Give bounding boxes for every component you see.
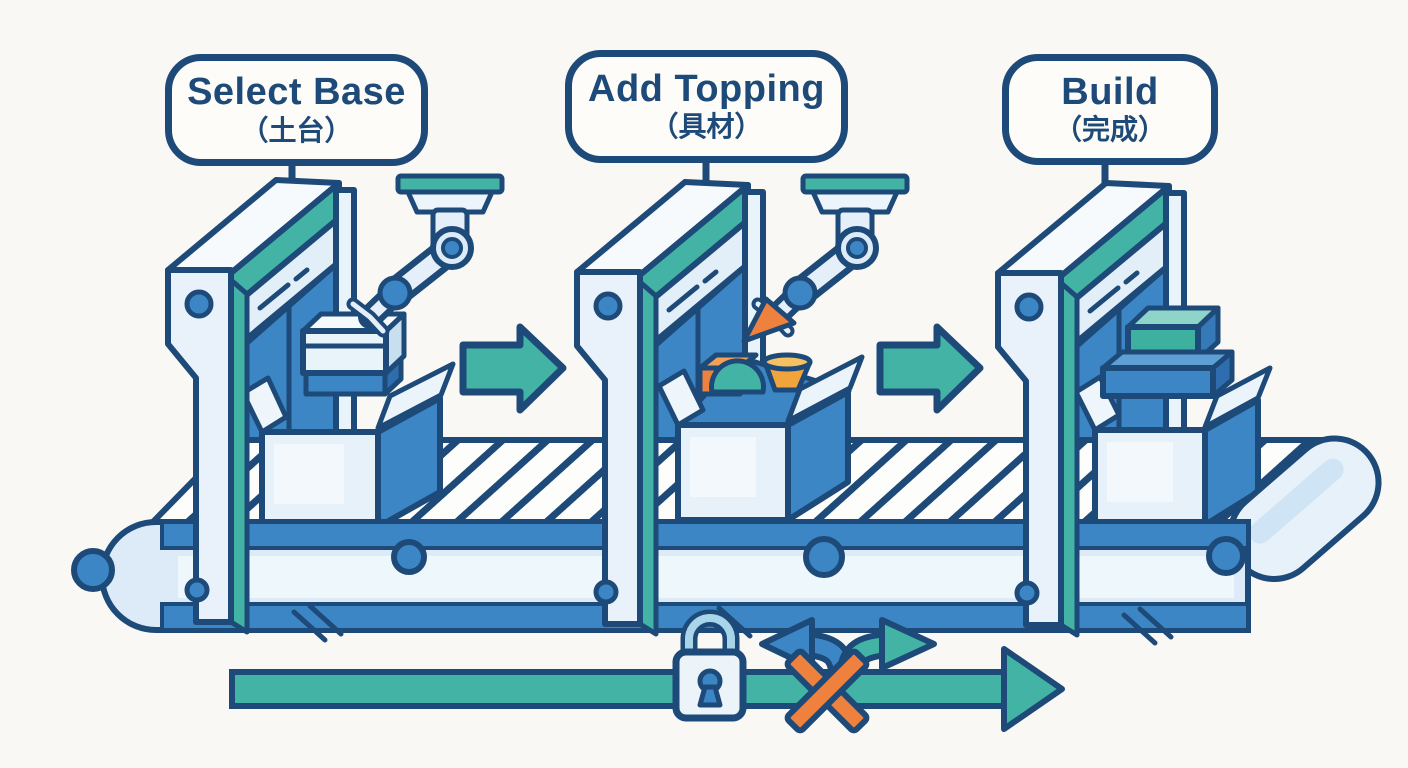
- station-label: Add Topping: [588, 67, 825, 110]
- right-arrow-icon: [876, 323, 984, 414]
- belt-roller: [1206, 536, 1246, 576]
- robot-arm-1: [346, 173, 505, 338]
- station-label: Select Base: [187, 71, 406, 114]
- belt-roller: [803, 536, 845, 578]
- robot-arm-2: [751, 173, 910, 338]
- label-bubble-add-topping: Add Topping （具材）: [565, 50, 848, 163]
- gantry-column-1: [165, 267, 344, 643]
- belt-roller: [71, 548, 115, 592]
- finished-mid-slab: [1100, 349, 1235, 399]
- box-stack-finished: [1073, 305, 1273, 528]
- gantry-column-2: [574, 269, 753, 645]
- station-sublabel: （完成）: [1053, 114, 1166, 146]
- robot-arms: [346, 173, 910, 344]
- topping-dome: [709, 358, 766, 395]
- gantry-column-3: [995, 270, 1174, 646]
- topping-cone: [741, 296, 797, 344]
- belt-roller: [391, 539, 427, 575]
- flow-rule: [229, 609, 1065, 734]
- box-stack-base: [240, 311, 456, 530]
- label-bubble-select-base: Select Base （土台）: [165, 54, 428, 166]
- station-sublabel: （具材）: [650, 111, 763, 143]
- belt-rollers: [71, 536, 1246, 592]
- station-arrows: [459, 323, 984, 414]
- right-arrow-icon: [459, 323, 567, 414]
- box-stack-toppings: [656, 352, 865, 523]
- gantry-columns: [165, 267, 1174, 646]
- label-bubble-build: Build （完成）: [1002, 54, 1218, 165]
- station-sublabel: （土台）: [240, 114, 353, 146]
- x-mark-icon: [784, 648, 870, 734]
- forward-arrow-icon: [229, 646, 1065, 732]
- lock-icon: [672, 609, 747, 722]
- box-stacks: [240, 305, 1273, 530]
- station-label: Build: [1061, 70, 1159, 113]
- topping-cup: [761, 352, 813, 393]
